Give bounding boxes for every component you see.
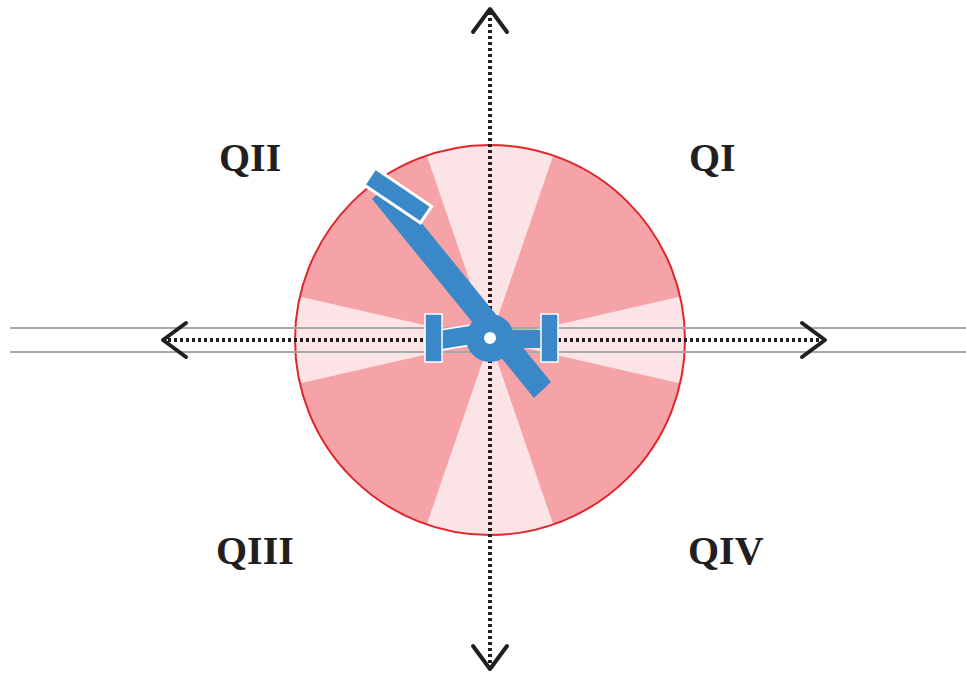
axis-arrowheads <box>163 9 825 669</box>
device <box>364 168 558 398</box>
axes <box>168 12 820 664</box>
quadrant-label: QI <box>689 138 736 178</box>
quadrant-label: QIII <box>216 531 294 571</box>
quadrant-label: QIV <box>688 531 764 571</box>
quadrant-label: QII <box>219 138 281 178</box>
